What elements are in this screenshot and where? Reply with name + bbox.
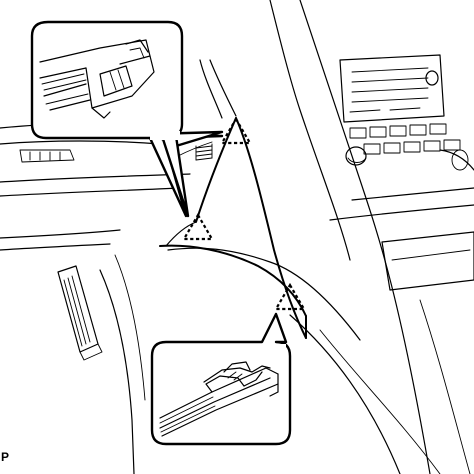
callout-lower (150, 312, 292, 446)
clip-marker-lower (274, 282, 306, 311)
clip-marker-upper (220, 116, 252, 145)
knob (345, 146, 367, 166)
panel-outline (159, 117, 307, 339)
audio-panel (339, 54, 445, 123)
vent-icon (195, 143, 213, 161)
figure-code: P (1, 450, 10, 464)
accelerator-pedal (57, 265, 103, 361)
clip-detail-lower (159, 361, 279, 437)
climate-button-row (349, 123, 461, 155)
callout-upper (30, 20, 224, 218)
clip-marker-middle (182, 212, 214, 241)
clip-detail-upper (39, 39, 155, 119)
callout-upper-tail-b (160, 134, 190, 218)
